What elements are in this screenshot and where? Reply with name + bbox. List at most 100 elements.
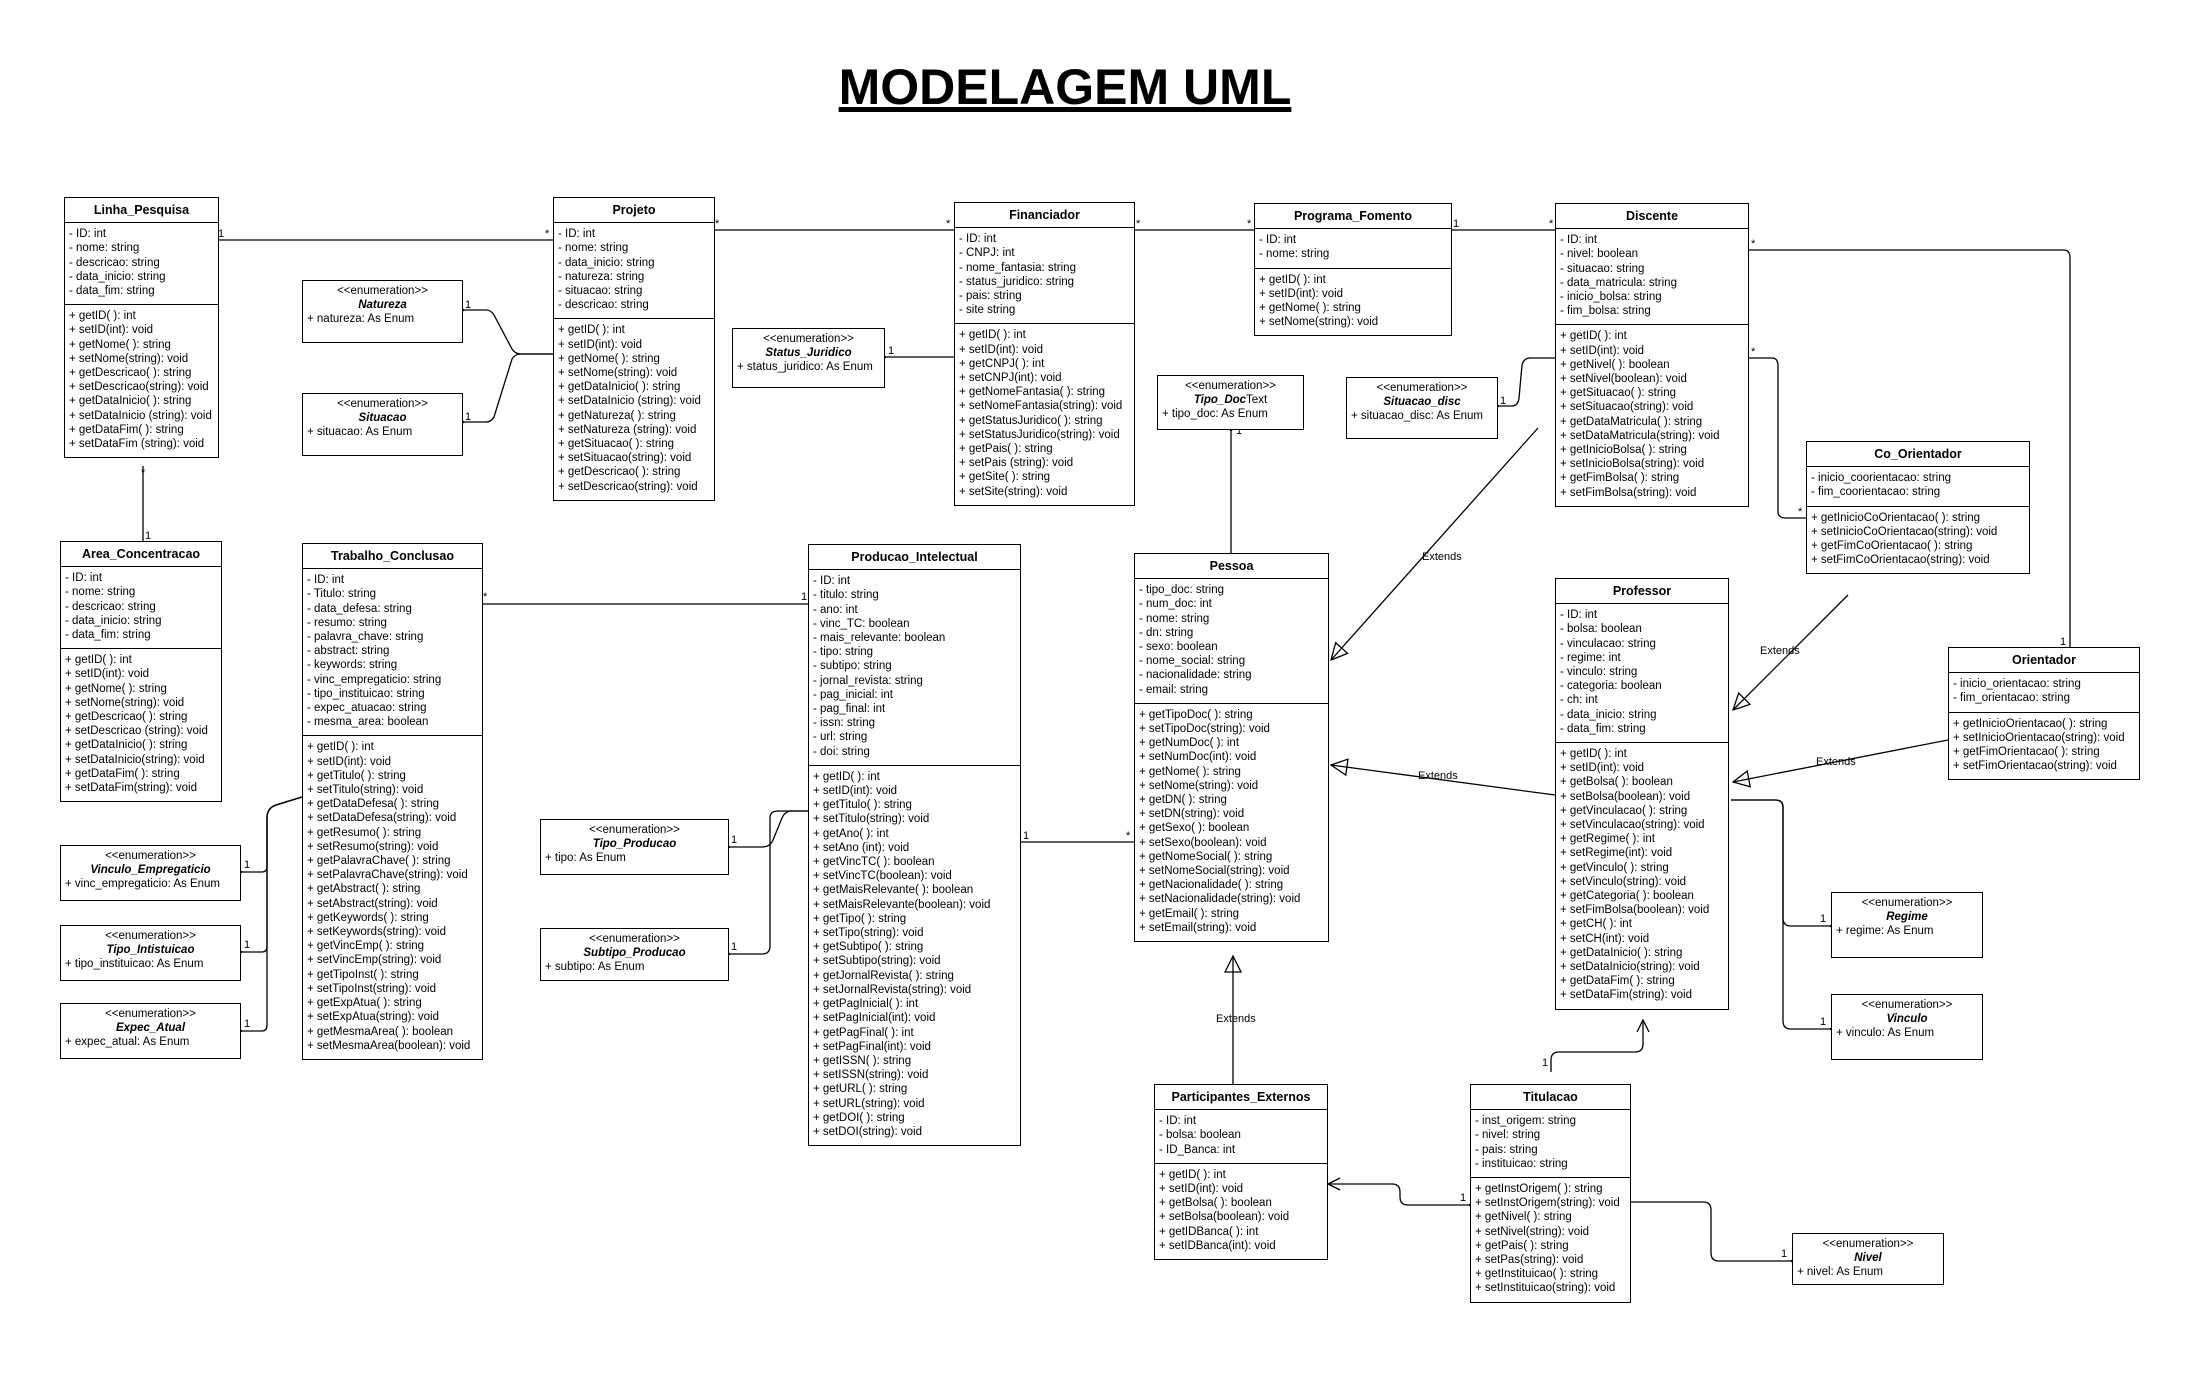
class-producao-intelectual[interactable]: Producao_Intelectual- ID: int- titulo: s… <box>808 544 1021 1147</box>
enum-vinculo[interactable]: <<enumeration>>Vinculo+ vinculo: As Enum <box>1831 994 1983 1060</box>
class-participantes-externos[interactable]: Participantes_Externos- ID: int- bolsa: … <box>1154 1084 1328 1261</box>
method: + setMaisRelevante(boolean): void <box>813 898 991 911</box>
class-co-orientador[interactable]: Co_Orientador- inicio_coorientacao: stri… <box>1806 441 2030 575</box>
class-name: Area_Concentracao <box>61 542 221 568</box>
method: + getURL( ): string <box>813 1083 908 1096</box>
edge-natureza-projeto <box>463 310 553 355</box>
method: + getIDBanca( ): int <box>1159 1225 1259 1238</box>
method: + getNumDoc( ): int <box>1139 737 1240 750</box>
method: + setNivel(boolean): void <box>1560 373 1687 386</box>
enum-name: Subtipo_Producao <box>583 947 686 959</box>
enum-status-juridico[interactable]: <<enumeration>>Status_Juridico+ status_j… <box>732 328 885 388</box>
class-projeto[interactable]: Projeto- ID: int- nome: string- data_ini… <box>553 197 715 501</box>
method: + getRegime( ): int <box>1560 833 1655 846</box>
class-name: Projeto <box>554 198 714 224</box>
method: + getPagInicial( ): int <box>813 998 919 1011</box>
class-name: Discente <box>1556 204 1748 230</box>
enum-stereotype: <<enumeration>> <box>1861 999 1953 1011</box>
attribute: - doi: string <box>813 745 870 758</box>
method: + setDataFim(string): void <box>65 782 197 795</box>
class-professor[interactable]: Professor- ID: int- bolsa: boolean- vinc… <box>1555 578 1729 1010</box>
method: + setVincEmp(string): void <box>307 954 442 967</box>
attribute: - inst_origem: string <box>1475 1115 1576 1128</box>
class-titulacao[interactable]: Titulacao- inst_origem: string- nivel: s… <box>1470 1084 1631 1303</box>
class-area-concentracao[interactable]: Area_Concentracao- ID: int- nome: string… <box>60 541 222 803</box>
method-list: + getInicioCoOrientacao( ): string+ setI… <box>1807 507 2029 574</box>
class-name: Participantes_Externos <box>1155 1085 1327 1111</box>
attribute: - ID: int <box>65 572 103 585</box>
method: + setVinculacao(string): void <box>1560 819 1705 832</box>
method: + getCH( ): int <box>1560 918 1632 931</box>
attribute: - vinc_TC: boolean <box>813 617 910 630</box>
class-orientador[interactable]: Orientador- inicio_orientacao: string- f… <box>1948 647 2140 781</box>
method: + setNomeSocial(string): void <box>1139 865 1290 878</box>
class-pessoa[interactable]: Pessoa- tipo_doc: string- num_doc: int- … <box>1134 553 1329 943</box>
mult-tipodoc-1: 1 <box>1236 425 1242 437</box>
enum-name: Regime <box>1886 911 1928 923</box>
method: + getNome( ): string <box>69 338 171 351</box>
attribute-list: - tipo_doc: string- num_doc: int- nome: … <box>1135 579 1328 704</box>
class-linha-pesquisa[interactable]: Linha_Pesquisa- ID: int- nome: string- d… <box>64 197 219 459</box>
enum-regime[interactable]: <<enumeration>>Regime+ regime: As Enum <box>1831 892 1983 958</box>
attribute: - tipo: string <box>813 646 874 659</box>
method: + setPagInicial(int): void <box>813 1012 936 1025</box>
enum-nivel[interactable]: <<enumeration>>Nivel+ nivel: As Enum <box>1792 1233 1944 1285</box>
mult-projeto-fin-b: * <box>946 218 951 230</box>
attribute-list: - inicio_coorientacao: string- fim_coori… <box>1807 467 2029 507</box>
class-discente[interactable]: Discente- ID: int- nivel: boolean- situa… <box>1555 203 1749 507</box>
method: + getNome( ): string <box>1259 302 1361 315</box>
attribute: - inicio_bolsa: string <box>1560 291 1662 304</box>
edge-vinculo-emp-trabalho <box>241 796 303 872</box>
enum-tipo-intistuicao[interactable]: <<enumeration>>Tipo_Intistuicao+ tipo_in… <box>60 925 241 981</box>
method: + getSubtipo( ): string <box>813 941 924 954</box>
method: + setSite(string): void <box>959 485 1068 498</box>
method: + getNomeFantasia( ): string <box>959 386 1106 399</box>
attribute: - data_fim: string <box>1560 722 1646 735</box>
attribute: - vinculacao: string <box>1560 637 1656 650</box>
enum-tipo-producao[interactable]: <<enumeration>>Tipo_Producao+ tipo: As E… <box>540 819 729 875</box>
enum-name: Tipo_Producao <box>592 838 677 850</box>
method: + setBolsa(boolean): void <box>1560 790 1691 803</box>
enum-situacao[interactable]: <<enumeration>>Situacao+ situacao: As En… <box>302 393 463 456</box>
class-financiador[interactable]: Financiador- ID: int- CNPJ: int- nome_fa… <box>954 202 1135 506</box>
enum-expec-atual[interactable]: <<enumeration>>Expec_Atual+ expec_atual:… <box>60 1003 241 1059</box>
method: + setVinculo(string): void <box>1560 875 1687 888</box>
method: + setNumDoc(int): void <box>1139 751 1257 764</box>
attribute-list: - ID: int- bolsa: boolean- vinculacao: s… <box>1556 604 1728 744</box>
mult-projeto-fin-a: * <box>715 218 720 230</box>
class-programa-fomento[interactable]: Programa_Fomento- ID: int- nome: string+… <box>1254 203 1452 337</box>
method: + getBolsa( ): boolean <box>1159 1197 1272 1210</box>
class-trabalho-conclusao[interactable]: Trabalho_Conclusao- ID: int- Titulo: str… <box>302 543 483 1060</box>
method: + getDataFim( ): string <box>1560 975 1675 988</box>
enum-literal: + tipo_instituicao: As Enum <box>65 958 204 970</box>
method: + setTitulo(string): void <box>813 813 930 826</box>
method: + setDataMatricula(string): void <box>1560 429 1720 442</box>
enum-stereotype: <<enumeration>> <box>337 285 428 297</box>
method: + setDescricao(string): void <box>558 480 698 493</box>
enum-vinculo-empregaticio[interactable]: <<enumeration>>Vinculo_Empregaticio+ vin… <box>60 845 241 901</box>
method: + getDescricao( ): string <box>558 466 681 479</box>
enum-name: Tipo_Doc <box>1193 394 1247 406</box>
method: + setNatureza (string): void <box>558 423 697 436</box>
method: + setBolsa(boolean): void <box>1159 1211 1290 1224</box>
method: + getExpAtua( ): string <box>307 997 422 1010</box>
mult-natureza-1: 1 <box>465 299 471 311</box>
method: + setSituacao(string): void <box>558 452 692 465</box>
mult-vinculo-1: 1 <box>1820 1016 1826 1028</box>
attribute: - dn: string <box>1139 626 1194 639</box>
enum-situacao-disc[interactable]: <<enumeration>>Situacao_disc+ situacao_d… <box>1346 377 1498 439</box>
method: + setFimBolsa(boolean): void <box>1560 904 1710 917</box>
attribute: - data_inicio: string <box>65 614 162 627</box>
mult-situacao-1: 1 <box>465 411 471 423</box>
enum-tipo-doc[interactable]: <<enumeration>>Tipo_DocText+ tipo_doc: A… <box>1157 375 1304 430</box>
attribute: - pais: string <box>959 290 1022 303</box>
method: + setResumo(string): void <box>307 840 439 853</box>
attribute: - data_inicio: string <box>1560 708 1657 721</box>
edge-tipo-prod-producao <box>729 810 808 847</box>
method: + setTipoDoc(string): void <box>1139 723 1270 736</box>
mult-disc-orient-many: * <box>1751 238 1756 250</box>
enum-subtipo-producao[interactable]: <<enumeration>>Subtipo_Producao+ subtipo… <box>540 928 729 981</box>
enum-natureza[interactable]: <<enumeration>>Natureza+ natureza: As En… <box>302 280 463 343</box>
enum-name: Situacao_disc <box>1383 396 1461 408</box>
